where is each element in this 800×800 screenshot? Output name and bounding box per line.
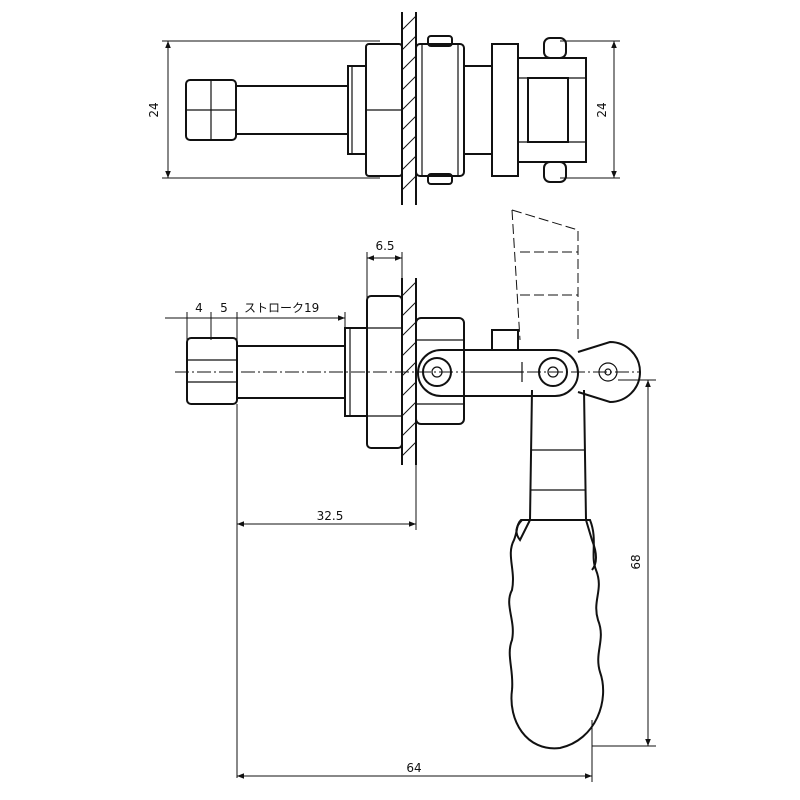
dim-handle-height: 68 <box>592 379 656 747</box>
top-plunger-hex <box>185 79 237 141</box>
dim-plate-thickness-label: 6.5 <box>375 239 394 253</box>
dim-a-label: 4 <box>195 301 203 315</box>
side-body <box>415 317 465 425</box>
side-plunger-hex <box>186 337 238 405</box>
top-mounting-plate <box>401 12 417 205</box>
dim-stroke-label: ストローク19 <box>244 301 319 315</box>
dim-stroke: 4 5 ストローク19 <box>165 301 346 340</box>
top-nut <box>347 43 403 177</box>
side-plunger-rod <box>237 345 345 399</box>
top-view: 24 24 <box>147 12 620 205</box>
side-linkage <box>417 329 641 404</box>
top-dim-right-label: 24 <box>595 102 609 117</box>
dim-plate-thickness: 6.5 <box>366 239 403 298</box>
dim-b-label: 5 <box>220 301 228 315</box>
side-nut <box>344 295 403 449</box>
dim-plunger-to-plate: 32.5 <box>236 404 417 778</box>
top-dim-left: 24 <box>147 40 380 179</box>
top-dim-right: 24 <box>560 40 620 179</box>
dim-handle-height-label: 68 <box>629 554 643 569</box>
top-plunger-rod <box>236 85 348 135</box>
side-handle <box>515 389 597 571</box>
top-dim-left-label: 24 <box>147 102 161 117</box>
top-linkage <box>415 35 587 185</box>
side-handle-grip <box>508 519 605 750</box>
side-phantom-handle <box>511 209 579 341</box>
side-view: 6.5 4 5 ストローク19 32.5 68 <box>165 209 656 782</box>
dim-plunger-to-plate-label: 32.5 <box>317 509 344 523</box>
dim-overall-length-label: 64 <box>406 761 421 775</box>
dim-overall-length: 64 <box>237 720 593 782</box>
